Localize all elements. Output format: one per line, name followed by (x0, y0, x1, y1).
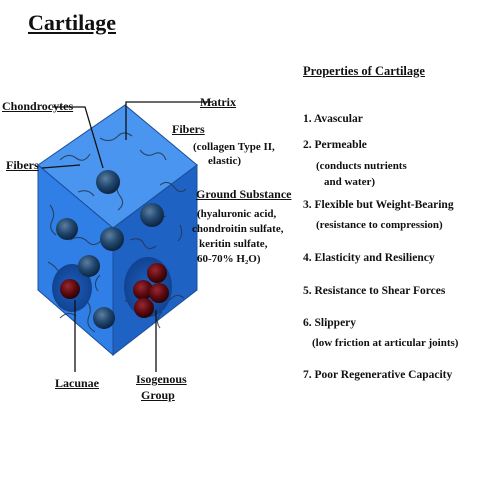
chondrocyte-cells (56, 170, 164, 329)
property-item-5: 5. Resistance to Shear Forces (303, 284, 445, 298)
property-2-detail-2: and water) (324, 176, 376, 188)
isogenous-label-line-1: Isogenous (136, 372, 187, 386)
property-label: 2. Permeable (303, 139, 367, 151)
property-3-detail: (resistance to compression) (316, 219, 443, 231)
property-item-1: 1. Avascular (303, 112, 363, 126)
properties-heading: Properties of Cartilage (303, 64, 425, 78)
ground-substance-detail-1: (hyaluronic acid, (197, 208, 277, 220)
fibers-detail-line-2: elastic) (208, 155, 241, 167)
fibers-left-label: Fibers (6, 158, 39, 172)
property-label: 6. Slippery (303, 317, 357, 329)
page-title: Cartilage (28, 10, 116, 35)
property-item-6: 6. Slippery (303, 316, 356, 330)
property-item-3: 3. Flexible but Weight-Bearing (303, 198, 454, 212)
ground-substance-detail-2: chondroitin sulfate, (192, 223, 284, 235)
property-item-7: 7. Poor Regenerative Capacity (303, 368, 452, 382)
property-item-2: 2. Permeable (303, 138, 367, 152)
property-label: 1. Avascular (303, 113, 363, 125)
property-item-4: 4. Elasticity and Resiliency (303, 251, 435, 265)
fibers-right-label: Fibers (172, 122, 205, 136)
leader-lines (41, 101, 213, 372)
ground-substance-detail-4: 60-70% H₂O) (197, 253, 261, 265)
ground-substance-label: Ground Substance (196, 187, 292, 201)
property-2-detail-1: (conducts nutrients (316, 160, 407, 172)
ground-substance-detail-3: keritin sulfate, (199, 238, 268, 250)
property-label: 3. Flexible but Weight-Bearing (303, 199, 454, 211)
property-label: 4. Elasticity and Resiliency (303, 252, 435, 264)
chondrocytes-label: Chondrocytes (2, 99, 74, 113)
matrix-label: Matrix (200, 95, 236, 109)
fibers-detail-line-1: (collagen Type II, (193, 141, 275, 153)
isogenous-group-cells (60, 263, 169, 318)
property-label: 5. Resistance to Shear Forces (303, 285, 446, 297)
property-label: 7. Poor Regenerative Capacity (303, 369, 453, 381)
lacunae-label: Lacunae (55, 376, 100, 390)
isogenous-label-line-2: Group (141, 388, 175, 402)
property-6-detail: (low friction at articular joints) (312, 337, 459, 349)
